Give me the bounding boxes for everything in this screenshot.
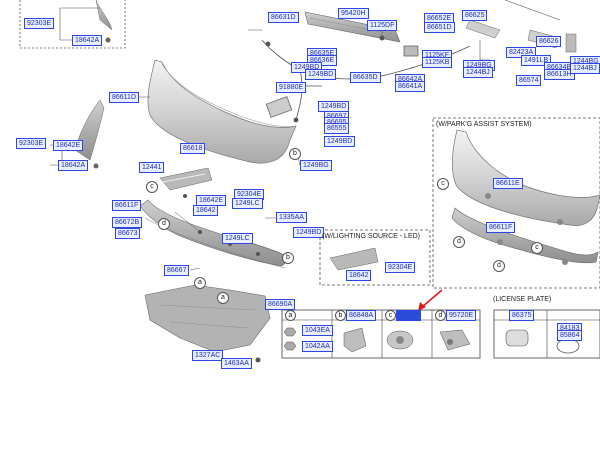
part-label-1249bg-mid[interactable]: 1249BG — [300, 160, 332, 171]
part-label-1335aa[interactable]: 1335AA — [276, 212, 307, 223]
part-label-86672b[interactable]: 86672B — [112, 217, 143, 228]
part-label-1249lc-b[interactable]: 1249LC — [222, 233, 253, 244]
part-label-18642a-top[interactable]: 18642A — [72, 35, 103, 46]
part-label-92303e-top[interactable]: 92303E — [24, 18, 55, 29]
part-label-86574[interactable]: 86574 — [516, 75, 542, 86]
part-label-1249lc[interactable]: 1249LC — [232, 198, 263, 209]
callout-b-upper: b — [289, 148, 301, 160]
part-label-1463aa[interactable]: 1463AA — [221, 358, 252, 369]
part-label-86710-highlighted[interactable]: 86710 — [396, 310, 422, 321]
part-label-1249bd-d[interactable]: 1249BD — [324, 136, 356, 147]
part-label-95720e[interactable]: 95720E — [446, 310, 477, 321]
inset-top-left — [19, 0, 126, 49]
lighting-source-caption: (W/LIGHTING SOURCE - LED) — [322, 233, 421, 240]
callout-c-left: c — [146, 181, 158, 193]
part-label-86625[interactable]: 86625 — [462, 10, 488, 21]
part-label-1125kb[interactable]: 1125KB — [422, 57, 453, 68]
part-label-1491lb[interactable]: 1491LB — [521, 55, 552, 66]
part-label-86611e-r[interactable]: 86611E — [493, 178, 523, 189]
part-label-86613h[interactable]: 86613H — [544, 69, 575, 80]
left-side-reflector-part — [50, 99, 105, 169]
part-label-1249bd-e[interactable]: 1249BD — [293, 227, 325, 238]
part-label-1043ea[interactable]: 1043EA — [302, 325, 333, 336]
part-label-1249bd-b[interactable]: 1249BD — [305, 69, 337, 80]
part-label-86635d[interactable]: 86635D — [350, 72, 381, 83]
rear-bumper-cover-part — [147, 59, 297, 164]
part-label-86690a[interactable]: 86690A — [265, 299, 296, 310]
part-label-85864[interactable]: 85864 — [557, 330, 583, 341]
part-label-18642[interactable]: 18642 — [193, 205, 219, 216]
part-label-18642e[interactable]: 18642E — [53, 140, 84, 151]
part-label-92304e-led[interactable]: 92304E — [385, 262, 416, 273]
callout-a-1: a — [194, 277, 206, 289]
callout-c-right-2: c — [531, 242, 543, 254]
part-label-86611f-r[interactable]: 86611F — [486, 222, 516, 233]
part-label-1125df[interactable]: 1125DF — [367, 20, 398, 31]
part-label-95420h[interactable]: 95420H — [338, 8, 369, 19]
part-label-1327ac[interactable]: 1327AC — [192, 350, 224, 361]
part-label-86618[interactable]: 86618 — [180, 143, 206, 154]
table-col-c: c — [385, 310, 396, 321]
pointer-arrow — [418, 289, 443, 311]
callout-d-right-2: d — [493, 260, 505, 272]
callout-d-right-1: d — [453, 236, 465, 248]
table-col-d: d — [435, 310, 446, 321]
part-label-86611d[interactable]: 86611D — [109, 92, 140, 103]
table-col-a: a — [285, 310, 296, 321]
part-label-86375[interactable]: 86375 — [509, 310, 535, 321]
park-assist-caption: (W/PARK'G ASSIST SYSTEM) — [436, 121, 532, 128]
part-label-92303e-left[interactable]: 92303E — [16, 138, 47, 149]
part-label-86651d[interactable]: 86651D — [424, 22, 455, 33]
callout-a-2: a — [217, 292, 229, 304]
part-label-1244bj-r[interactable]: 1244BJ — [570, 63, 600, 74]
part-label-86631d[interactable]: 86631D — [268, 12, 299, 23]
license-plate-caption: (LICENSE PLATE) — [493, 296, 552, 303]
part-label-86848a[interactable]: 86848A — [346, 310, 377, 321]
part-label-18642-led[interactable]: 18642 — [346, 270, 372, 281]
park-assist-inset — [432, 117, 600, 289]
part-label-1042aa[interactable]: 1042AA — [302, 341, 333, 352]
part-label-86626[interactable]: 86626 — [536, 36, 562, 47]
part-label-86641a[interactable]: 86641A — [395, 81, 426, 92]
part-label-91880e[interactable]: 91880E — [276, 82, 307, 93]
part-label-86673[interactable]: 86673 — [115, 228, 141, 239]
part-label-86555[interactable]: 86555 — [324, 123, 350, 134]
part-label-12441[interactable]: 12441 — [139, 162, 165, 173]
part-label-1244bj[interactable]: 1244BJ — [463, 67, 493, 78]
callout-b-lower: b — [282, 252, 294, 264]
part-label-86611f[interactable]: 86611F — [112, 200, 142, 211]
part-label-86667[interactable]: 86667 — [164, 265, 190, 276]
rear-reflector-lamp-part — [159, 167, 217, 200]
callout-d-left: d — [158, 218, 170, 230]
part-label-18642a-left[interactable]: 18642A — [58, 160, 89, 171]
under-cover-part — [144, 284, 271, 363]
table-col-b: b — [335, 310, 346, 321]
callout-c-right-1: c — [437, 178, 449, 190]
